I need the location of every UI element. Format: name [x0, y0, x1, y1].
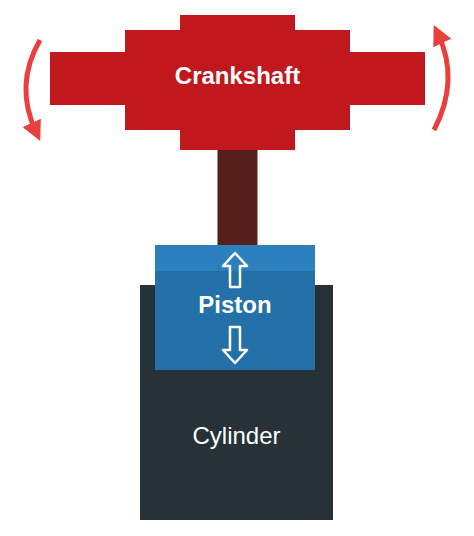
piston-box: Piston [155, 245, 315, 370]
up-arrow [223, 253, 247, 287]
connecting-rod [237, 150, 238, 245]
rotation-arrow-left [26, 40, 40, 132]
node-label: Crankshaft [175, 62, 300, 150]
piston-body [155, 245, 315, 370]
piston-top [155, 245, 315, 271]
crankshaft-body [50, 15, 425, 150]
cylinder-body [140, 285, 333, 520]
rotation-arrow-right [434, 34, 448, 130]
down-arrow [223, 327, 247, 363]
node-label: Cylinder [192, 422, 280, 520]
crankshaft-shape: Crankshaft [50, 15, 425, 150]
node-label: Piston [198, 291, 271, 370]
